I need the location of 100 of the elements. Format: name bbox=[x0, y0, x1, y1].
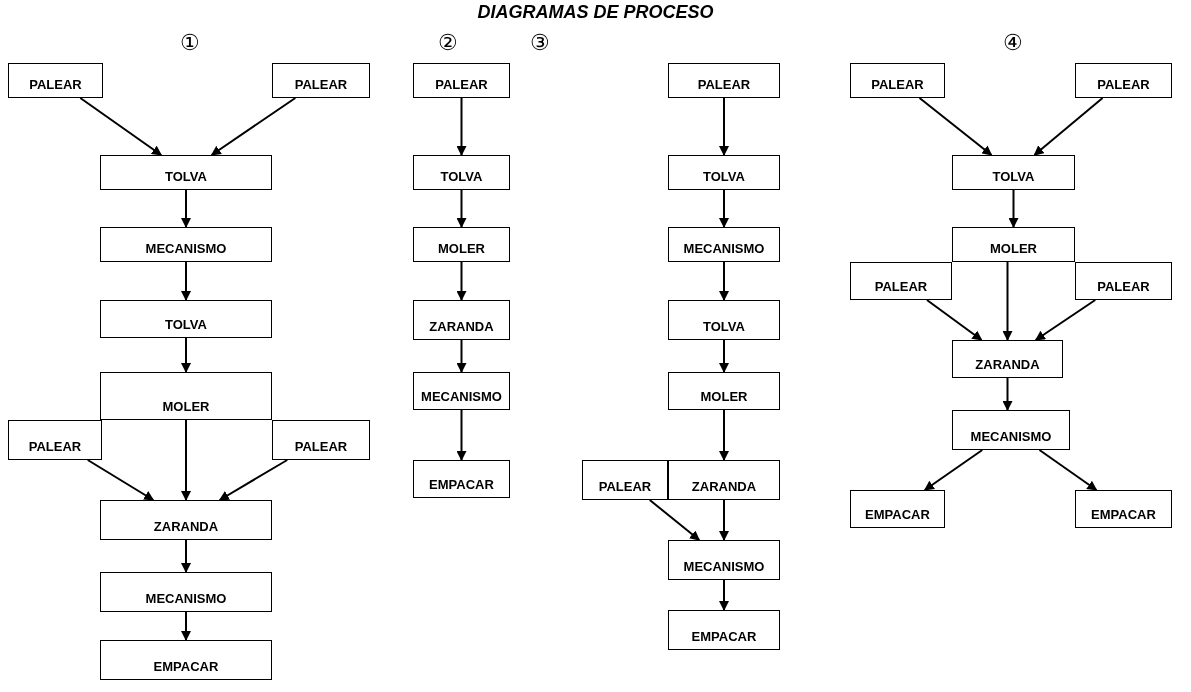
arrow bbox=[456, 409, 467, 461]
process-box bbox=[952, 410, 1070, 450]
arrow bbox=[923, 449, 984, 491]
box-label: EMPACAR bbox=[865, 507, 930, 522]
box-label: PALEAR bbox=[697, 77, 751, 92]
arrow bbox=[719, 499, 729, 541]
box-label: TOLVA bbox=[440, 169, 483, 184]
process-box bbox=[100, 572, 272, 612]
box-label: PALEAR bbox=[28, 439, 82, 454]
arrow bbox=[181, 337, 191, 373]
diagram-title: DIAGRAMAS DE PROCESO bbox=[477, 2, 714, 22]
process-box bbox=[850, 490, 945, 528]
arrow bbox=[1034, 299, 1097, 341]
arrow bbox=[719, 409, 729, 461]
box-label: ZARANDA bbox=[153, 519, 219, 534]
box-label: TOLVA bbox=[992, 169, 1035, 184]
process-box bbox=[952, 227, 1075, 262]
box-label: PALEAR bbox=[294, 77, 348, 92]
box-label: ZARANDA bbox=[975, 357, 1040, 372]
box-label: EMPACAR bbox=[1091, 507, 1156, 522]
process-box bbox=[952, 155, 1075, 190]
box-label: ZARANDA bbox=[691, 479, 757, 494]
box-label: MOLER bbox=[162, 399, 210, 414]
box-label: PALEAR bbox=[1097, 77, 1150, 92]
box-label: TOLVA bbox=[165, 169, 207, 184]
box-label: PALEAR bbox=[29, 77, 82, 92]
diagram-number: ④ bbox=[1003, 30, 1023, 56]
box-label: PALEAR bbox=[1097, 279, 1150, 294]
process-box bbox=[100, 500, 272, 540]
process-box bbox=[668, 610, 780, 650]
arrow bbox=[719, 189, 729, 228]
arrow bbox=[1038, 449, 1098, 491]
box-label: PALEAR bbox=[435, 77, 488, 92]
box-label: PALEAR bbox=[598, 479, 652, 494]
arrow bbox=[181, 261, 191, 301]
box-label: TOLVA bbox=[703, 319, 745, 334]
box-label: EMPACAR bbox=[691, 629, 757, 644]
process-box bbox=[413, 460, 510, 498]
process-box bbox=[100, 155, 272, 190]
process-box bbox=[668, 372, 780, 410]
process-box bbox=[850, 262, 952, 300]
arrow bbox=[719, 579, 729, 611]
process-box bbox=[952, 340, 1063, 378]
box-label: ZARANDA bbox=[429, 319, 494, 334]
process-box bbox=[100, 640, 272, 680]
box-label: PALEAR bbox=[874, 279, 928, 294]
box-label: TOLVA bbox=[703, 169, 745, 184]
arrow bbox=[456, 189, 467, 228]
arrow bbox=[918, 97, 993, 156]
box-label: TOLVA bbox=[165, 317, 207, 332]
process-box bbox=[668, 155, 780, 190]
process-box bbox=[668, 63, 780, 98]
box-label: MOLER bbox=[438, 241, 485, 256]
arrow bbox=[648, 499, 701, 541]
process-box bbox=[850, 63, 945, 98]
diagram-number: ② bbox=[438, 30, 458, 56]
arrow bbox=[181, 419, 191, 501]
box-label: PALEAR bbox=[871, 77, 924, 92]
arrow bbox=[719, 339, 729, 373]
process-box bbox=[413, 372, 510, 410]
box-label: PALEAR bbox=[294, 439, 348, 454]
process-box bbox=[100, 227, 272, 262]
process-box bbox=[413, 227, 510, 262]
process-box bbox=[8, 420, 102, 460]
arrow bbox=[1002, 261, 1013, 341]
process-box bbox=[668, 227, 780, 262]
box-label: EMPACAR bbox=[153, 659, 219, 674]
process-box bbox=[100, 300, 272, 338]
process-box bbox=[1075, 63, 1172, 98]
process-box bbox=[668, 540, 780, 580]
arrow bbox=[210, 97, 297, 156]
box-label: EMPACAR bbox=[429, 477, 494, 492]
process-box bbox=[272, 63, 370, 98]
box-label: MECANISMO bbox=[683, 559, 765, 574]
process-box bbox=[413, 63, 510, 98]
arrow bbox=[86, 459, 155, 501]
arrow bbox=[719, 261, 729, 301]
arrow bbox=[1033, 97, 1104, 156]
arrow bbox=[925, 299, 983, 341]
process-box bbox=[668, 460, 780, 500]
arrow bbox=[456, 339, 467, 373]
arrow bbox=[719, 97, 729, 156]
process-box bbox=[272, 420, 370, 460]
box-label: MECANISMO bbox=[145, 241, 227, 256]
process-box bbox=[582, 460, 668, 500]
arrow bbox=[181, 539, 191, 573]
box-label: MECANISMO bbox=[145, 591, 227, 606]
box-label: MOLER bbox=[990, 241, 1037, 256]
diagram-number: ① bbox=[180, 30, 200, 56]
box-label: MECANISMO bbox=[683, 241, 765, 256]
box-label: MOLER bbox=[700, 389, 748, 404]
process-box bbox=[413, 155, 510, 190]
box-label: MECANISMO bbox=[421, 389, 502, 404]
process-box bbox=[100, 372, 272, 420]
arrow bbox=[1002, 377, 1013, 411]
arrow bbox=[218, 459, 289, 501]
process-box bbox=[1075, 490, 1172, 528]
arrow bbox=[181, 611, 191, 641]
arrow bbox=[1008, 189, 1019, 228]
process-box bbox=[413, 300, 510, 340]
